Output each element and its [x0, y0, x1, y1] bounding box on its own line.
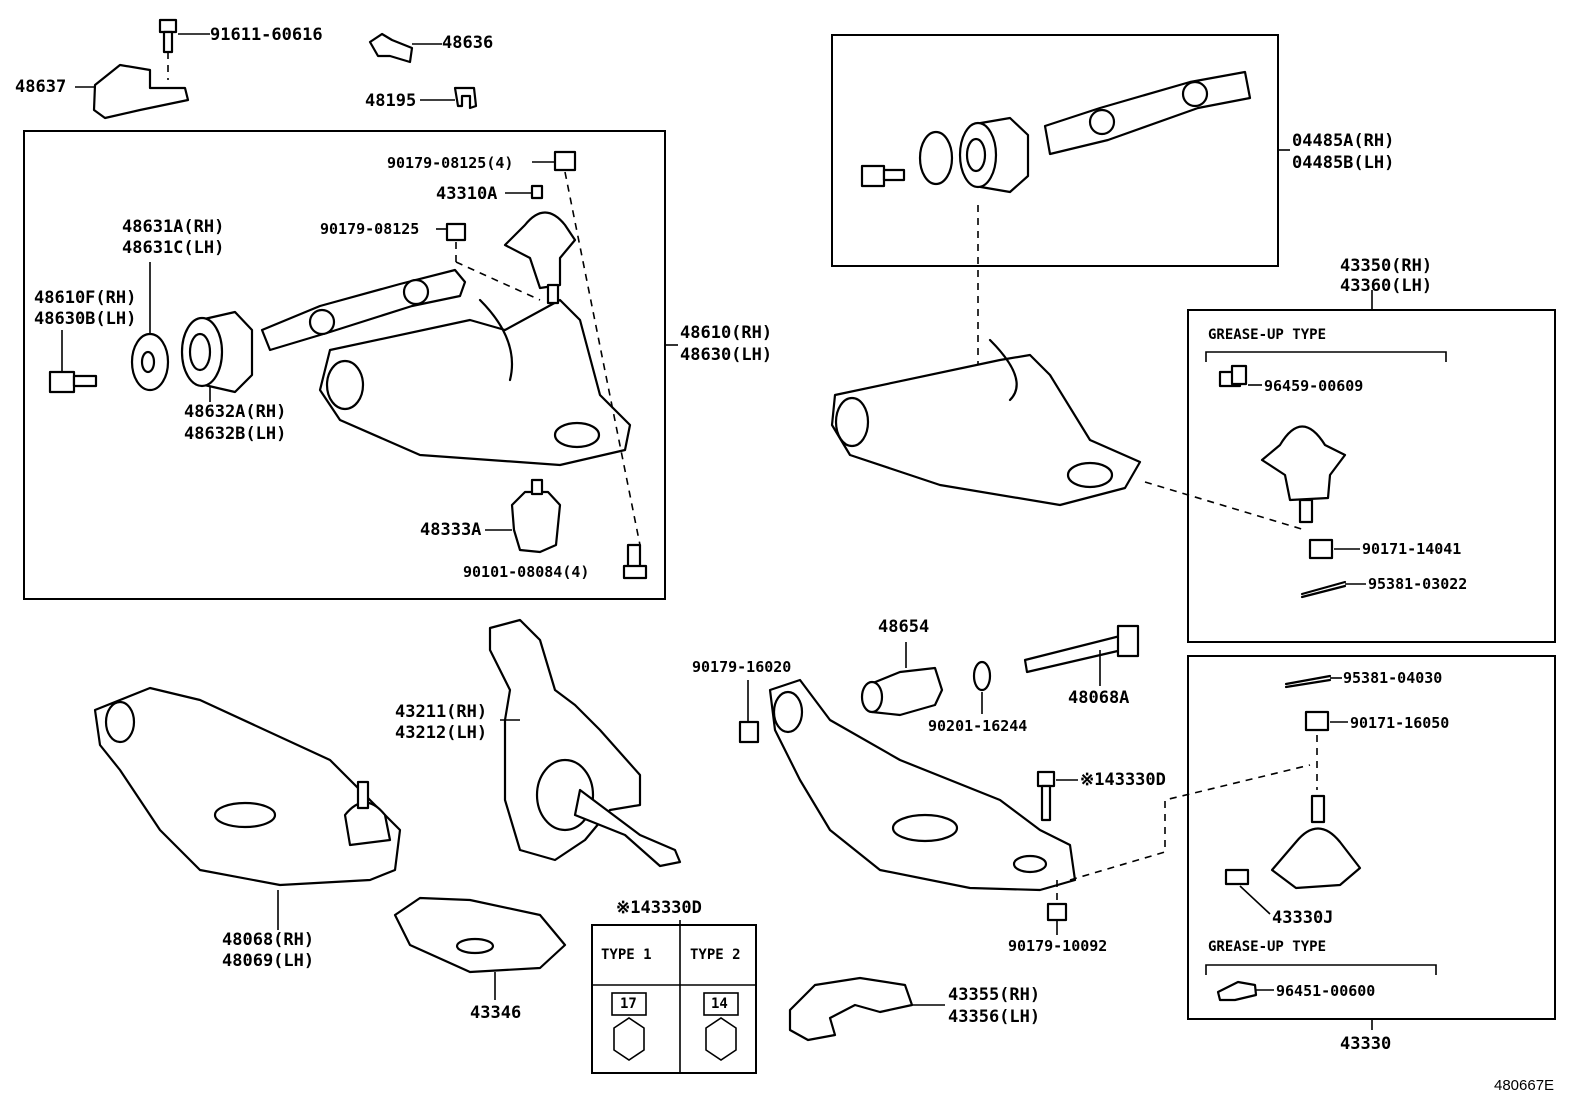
label-90171-14041: 90171-14041 — [1362, 540, 1462, 558]
label-90179-10092: 90179-10092 — [1008, 937, 1108, 955]
label-90201-16244: 90201-16244 — [928, 717, 1028, 735]
torque-type-table — [591, 920, 757, 1074]
label-48636: 48636 — [442, 33, 494, 53]
label-size-17: 17 — [620, 996, 637, 1012]
label-43212: 43212(LH) — [395, 723, 488, 743]
clip-48195 — [420, 86, 478, 110]
bolt-48068A — [1023, 624, 1140, 686]
lower-arm-48068 — [93, 686, 402, 930]
ball-joint-43310A — [503, 184, 577, 305]
label-91611-60616: 91611-60616 — [210, 25, 323, 45]
label-43355: 43355(RH) — [948, 985, 1041, 1005]
label-04485A: 04485A(RH) — [1292, 131, 1395, 151]
cotter-pin-95381-04030 — [1284, 674, 1342, 689]
lower-arm-right — [768, 678, 1077, 892]
label-43330: 43330 — [1340, 1034, 1392, 1054]
label-43330J: 43330J — [1272, 908, 1334, 928]
bolt-91611-60616 — [158, 18, 210, 80]
bushing-48632A — [180, 310, 254, 402]
upper-arm-43350 — [830, 338, 1142, 507]
label-48333A: 48333A — [420, 520, 482, 540]
label-43356: 43356(LH) — [948, 1007, 1041, 1027]
label-48632A: 48632A(RH) — [184, 402, 287, 422]
label-96459-00609: 96459-00609 — [1264, 377, 1364, 395]
label-90179-16020: 90179-16020 — [692, 658, 792, 676]
label-48631C: 48631C(LH) — [122, 238, 225, 258]
nut-90179-10092 — [1046, 880, 1068, 935]
bolt-48610F — [48, 330, 98, 394]
label-43211: 43211(RH) — [395, 702, 488, 722]
nut-90179-16020 — [738, 680, 760, 744]
label-48069: 48069(LH) — [222, 951, 315, 971]
washer-48631A — [130, 262, 170, 392]
label-95381-03022: 95381-03022 — [1368, 575, 1468, 593]
label-43360: 43360(LH) — [1340, 276, 1433, 296]
washer-90201-16244 — [972, 660, 992, 714]
nut-90179-08125-x4 — [532, 150, 641, 546]
ball-joint-43330 — [1270, 794, 1373, 1030]
steering-knuckle-43211 — [488, 618, 682, 868]
label-size-14: 14 — [711, 996, 728, 1012]
label-48630B: 48630B(LH) — [34, 309, 137, 329]
nut-90171-14041 — [1308, 538, 1360, 560]
label-43350: 43350(RH) — [1340, 256, 1433, 276]
shield-43355 — [788, 976, 945, 1042]
label-type-1: TYPE 1 — [601, 947, 652, 963]
bolt-48636 — [368, 32, 442, 64]
label-48610: 48610(RH) — [680, 323, 773, 343]
label-143330D: ※143330D — [1080, 770, 1166, 790]
bumper-48333A — [485, 478, 562, 554]
label-48631A: 48631A(RH) — [122, 217, 225, 237]
upper-arm-48610 — [318, 298, 632, 467]
label-type-2: TYPE 2 — [690, 947, 741, 963]
bracket-48637 — [75, 63, 190, 120]
bolt-143330D — [1036, 770, 1078, 822]
label-48068: 48068(RH) — [222, 930, 315, 950]
label-table-143330D: ※143330D — [616, 898, 702, 918]
ball-joint-43350 — [1260, 425, 1347, 524]
label-48195: 48195 — [365, 91, 417, 111]
shaft-upper — [260, 268, 467, 352]
label-43310A: 43310A — [436, 184, 498, 204]
label-48654: 48654 — [878, 617, 930, 637]
label-90179-08125-x4: 90179-08125(4) — [387, 154, 514, 172]
bushing-kit-04485A — [860, 70, 1290, 194]
label-48637: 48637 — [15, 77, 67, 97]
nut-90171-16050 — [1304, 710, 1348, 790]
label-grease-up-type-upper: GREASE-UP TYPE — [1208, 327, 1327, 343]
grease-fitting-43330J — [1224, 868, 1271, 915]
label-90179-08125: 90179-08125 — [320, 220, 420, 238]
diagram-id: 480667E — [1494, 1077, 1555, 1094]
dust-cover-43346 — [393, 896, 567, 1000]
label-96451-00600: 96451-00600 — [1276, 982, 1376, 1000]
label-04485B: 04485B(LH) — [1292, 153, 1395, 173]
label-48630: 48630(LH) — [680, 345, 773, 365]
label-48610F: 48610F(RH) — [34, 288, 137, 308]
bushing-48654 — [860, 642, 944, 717]
nut-90179-08125 — [436, 222, 541, 301]
label-90101-08084: 90101-08084(4) — [463, 563, 590, 581]
label-90171-16050: 90171-16050 — [1350, 714, 1450, 732]
label-grease-up-type-lower: GREASE-UP TYPE — [1208, 939, 1327, 955]
label-48068A: 48068A — [1068, 688, 1130, 708]
label-43346: 43346 — [470, 1003, 522, 1023]
bolt-90101-08084 — [622, 543, 648, 580]
label-95381-04030: 95381-04030 — [1343, 669, 1443, 687]
grease-fitting-96459 — [1218, 364, 1262, 388]
label-48632B: 48632B(LH) — [184, 424, 287, 444]
cotter-pin-95381-03022 — [1300, 580, 1366, 599]
grease-fitting-96451 — [1216, 980, 1274, 1002]
upper-arm-assembly-frame — [23, 130, 666, 600]
